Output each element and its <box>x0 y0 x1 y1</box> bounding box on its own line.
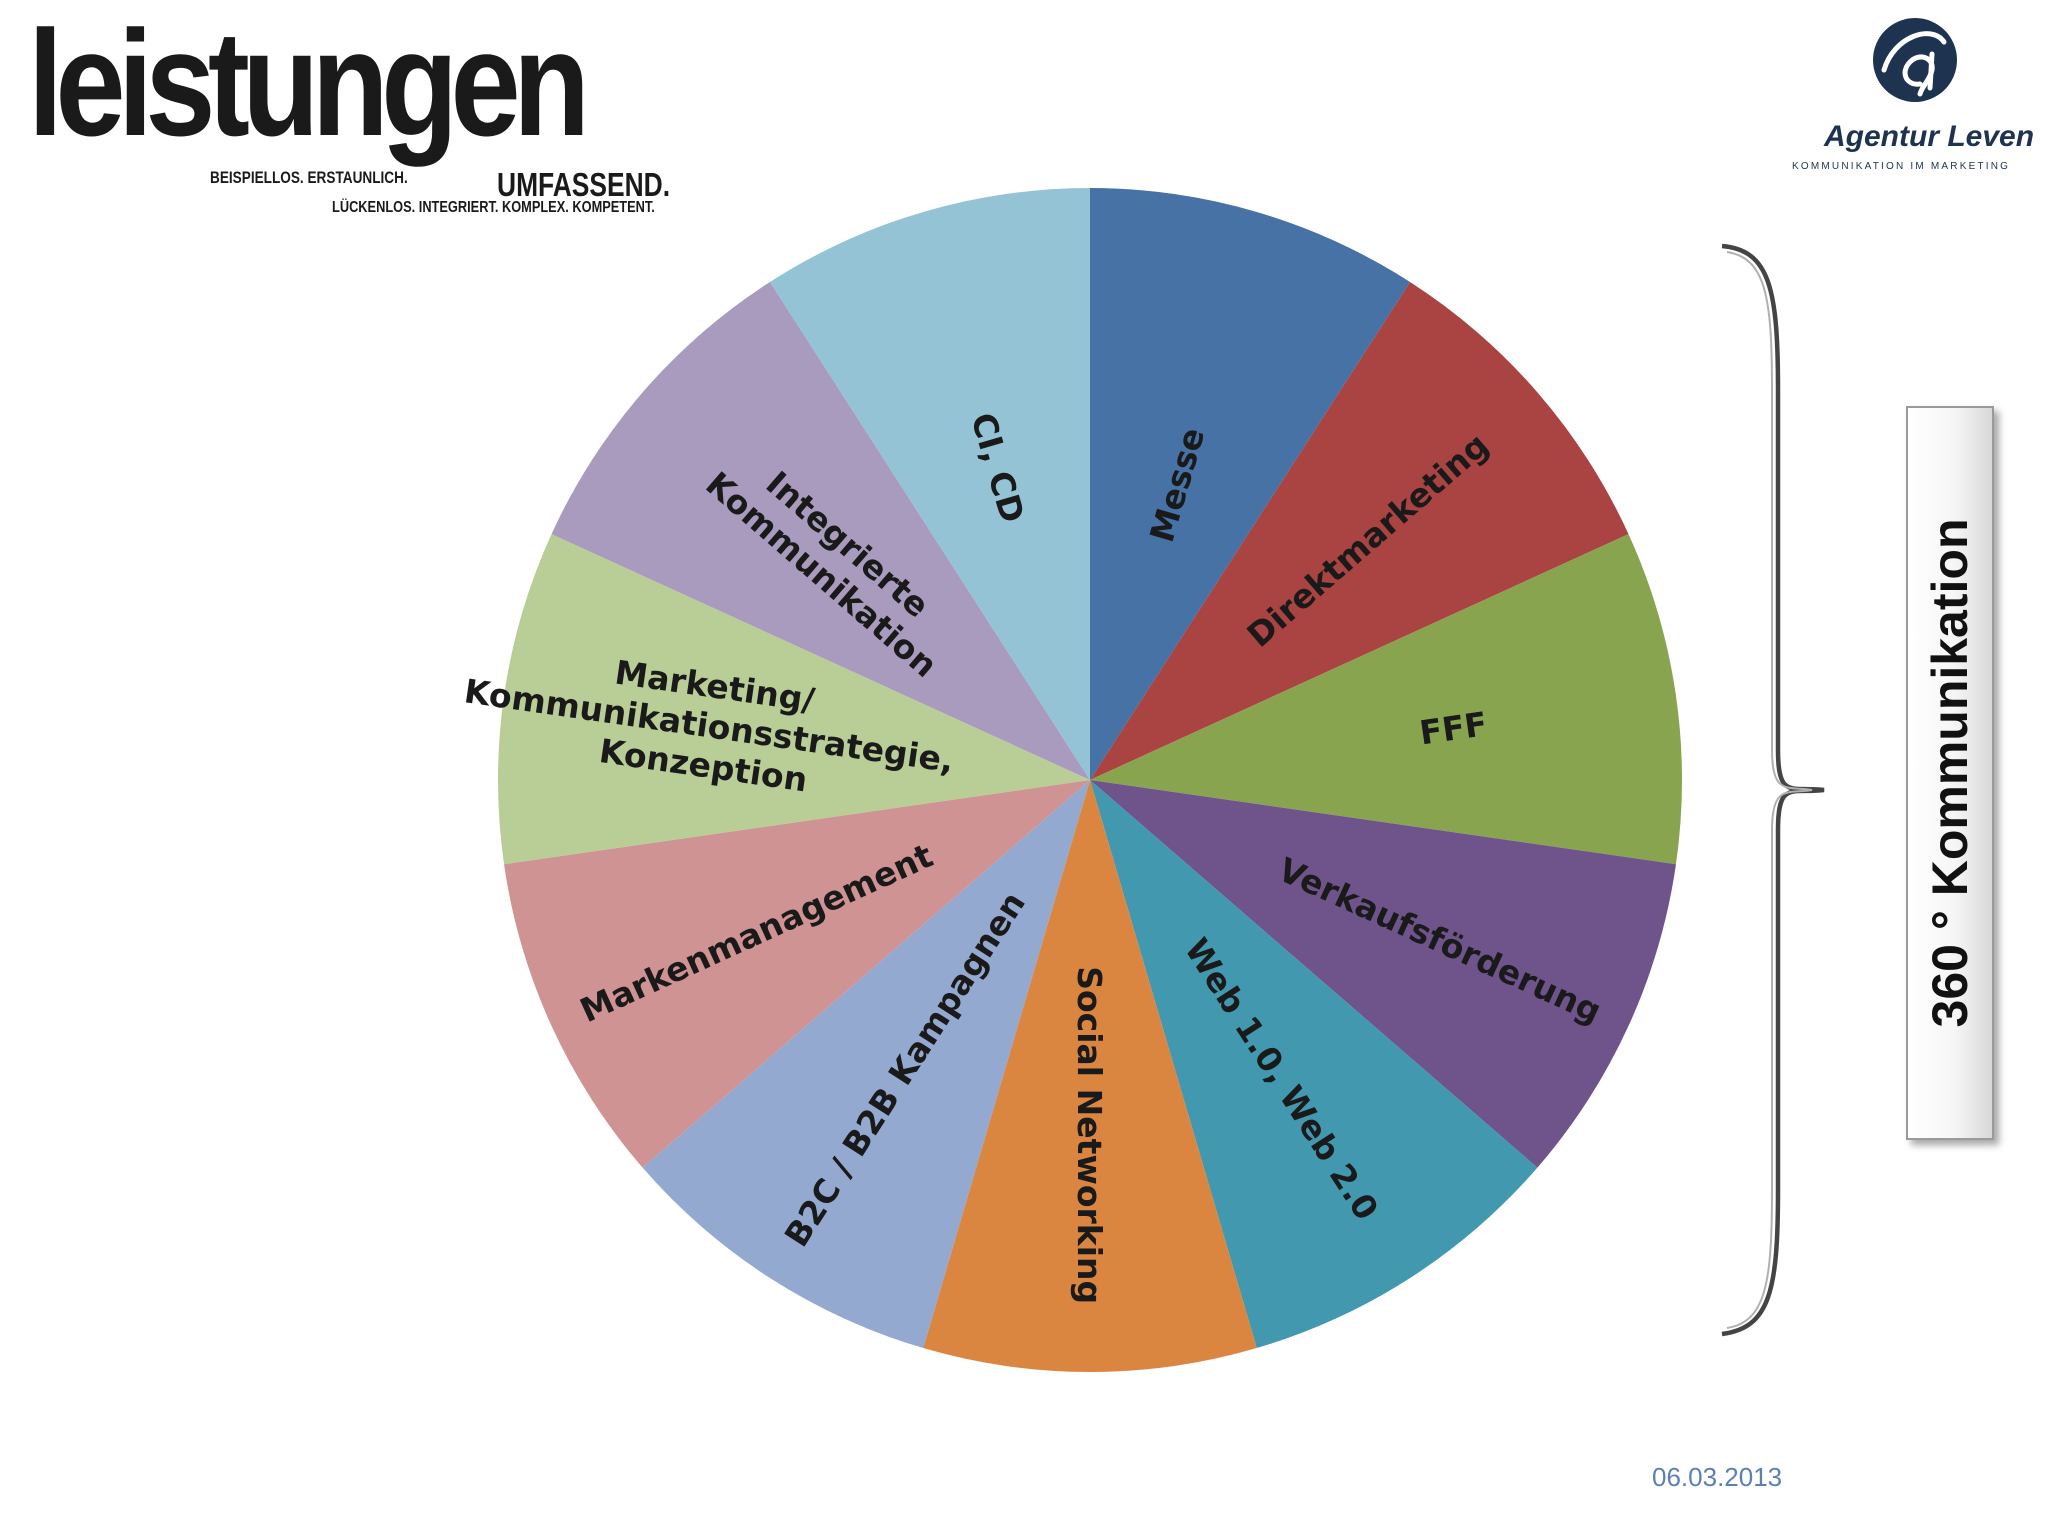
logo-subtitle: KOMMUNIKATION IM MARKETING <box>1792 161 2011 172</box>
pie-slice-marketing-kommunikationsstrategie-konzeption <box>497 534 1090 865</box>
tagline-lueckenlos: LÜCKENLOS. INTEGRIERT. KOMPLEX. KOMPETEN… <box>332 199 655 216</box>
kommunikation-label-box: 360 ° Kommunikation <box>1906 406 1994 1140</box>
agentur-leven-logo: Agentur Leven KOMMUNIKATION IM MARKETING <box>1790 14 2040 172</box>
tagline-beispiellos: BEISPIELLOS. ERSTAUNLICH. <box>210 168 408 187</box>
pie-slices <box>497 188 1683 1373</box>
tagline-umfassend: UMFASSEND. <box>497 166 671 203</box>
curly-brace-icon <box>1721 243 1825 1337</box>
pie-slice-web-1-0-web-2-0 <box>1090 780 1538 1349</box>
pie-slice-direktmarketing <box>1090 281 1629 780</box>
pie-label-social-networking: Social Networking <box>1070 966 1109 1304</box>
pie-slice-verkaufsfoerderung <box>1090 780 1676 1168</box>
pie-slice-b2c-b2b-kampagnen <box>642 780 1090 1349</box>
agentur-leven-swirl-logo-icon <box>1873 18 1957 102</box>
pie-slice-ci-cd <box>769 188 1090 780</box>
pie-slice-markenmanagement <box>504 780 1090 1168</box>
logo-name: Agentur Leven <box>1824 120 2035 153</box>
page-title: leistungen <box>28 0 590 167</box>
pie-slice-integrierte-kommunikation <box>551 281 1090 780</box>
pie-label-fff: FFF <box>1417 704 1490 752</box>
footer-date: 06.03.2013 <box>1652 1462 1783 1492</box>
pie-slice-fff <box>1090 534 1683 865</box>
side-label: 360 ° Kommunikation <box>1922 518 1978 1028</box>
pie-slice-messe <box>1090 188 1411 780</box>
pie-slice-social-networking <box>923 780 1257 1373</box>
